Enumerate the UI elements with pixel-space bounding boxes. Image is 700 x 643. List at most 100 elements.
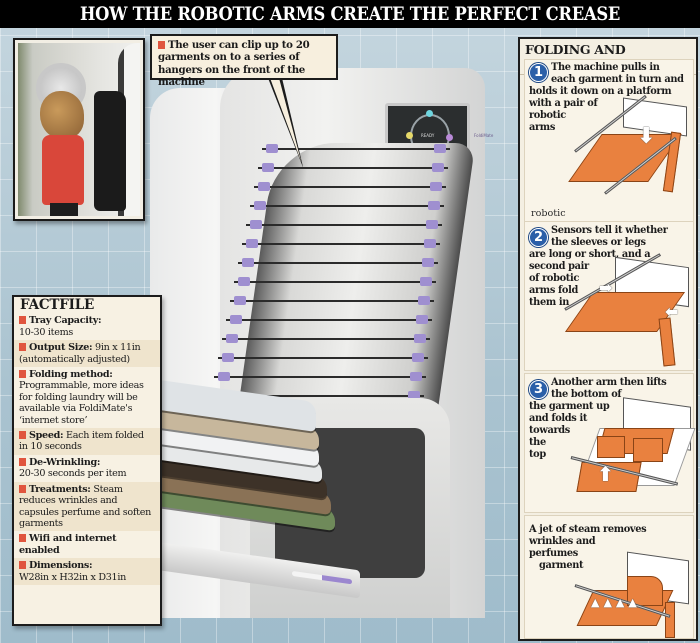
hanger-bar[interactable] (262, 148, 450, 150)
hanger-bar[interactable] (246, 224, 442, 226)
fact-label: De-Wrinkling: (29, 456, 101, 468)
hanger-clip[interactable] (238, 277, 250, 286)
step-2-line-7: them in (529, 297, 570, 308)
fact-value: Programmable, more ideas for folding lau… (19, 380, 144, 426)
step-4-line-1: A jet of steam removes (529, 524, 647, 535)
hanger-clip[interactable] (422, 258, 434, 267)
hanger-clip[interactable] (242, 258, 254, 267)
step-1-line-2: each garment in turn and (551, 74, 684, 85)
step-4-line-2: wrinkles and (529, 536, 596, 547)
step-3-line-4: and folds it (529, 413, 588, 424)
fact-value: 9in x 11in (automatically adjusted) (19, 342, 141, 365)
up-arrow-icon: ⬆ (597, 462, 614, 486)
dark-garment-graphic (94, 91, 126, 211)
hanger-clip[interactable] (250, 220, 262, 229)
hanger-clip[interactable] (408, 391, 420, 400)
person-body-graphic (42, 135, 84, 205)
step-3-illustration: ⬆ (561, 397, 696, 512)
red-bullet-icon (158, 41, 165, 49)
red-bullet-icon (19, 343, 26, 352)
fact-label: Wifi and internet enabled (19, 533, 117, 556)
step-number-badge: 1 (529, 63, 548, 82)
step-3-line-6: the (529, 437, 546, 448)
dial-dot-icon (446, 134, 453, 141)
hanger-bar[interactable] (238, 262, 438, 264)
hanger-bar[interactable] (210, 395, 424, 397)
right-arrow-icon: ➡ (599, 278, 613, 297)
step-2: 2 Sensors tell it whether the sleeves or… (524, 221, 694, 371)
hanger-clip[interactable] (434, 144, 446, 153)
hanger-clip[interactable] (218, 372, 230, 381)
factfile-header: FACTFILE (20, 297, 95, 313)
person-hair-graphic (40, 91, 84, 139)
tray-handle[interactable] (292, 570, 352, 585)
hanger-clip[interactable] (414, 334, 426, 343)
hanger-clip[interactable] (430, 182, 442, 191)
hanger-clip[interactable] (262, 163, 274, 172)
hanger-clip[interactable] (266, 144, 278, 153)
step-2-line-5: of robotic (529, 273, 579, 284)
hanger-clip[interactable] (222, 353, 234, 362)
folded-sleeve-graphic (633, 438, 663, 462)
infographic-title: HOW THE ROBOTIC ARMS CREATE THE PERFECT … (0, 0, 700, 28)
hanger-clip[interactable] (416, 315, 428, 324)
hanger-clip[interactable] (428, 201, 440, 210)
hanger-bar[interactable] (222, 338, 430, 340)
left-arrow-icon: ⬅ (665, 302, 679, 321)
step-1-illustration: ⬇ (568, 94, 693, 212)
hanger-clip[interactable] (426, 220, 438, 229)
hanger-clip[interactable] (246, 239, 258, 248)
red-bullet-icon (19, 534, 26, 543)
hanger-clip[interactable] (410, 372, 422, 381)
hanger-bar[interactable] (254, 186, 446, 188)
hanger-clip[interactable] (254, 201, 266, 210)
step-1-line-3: holds it down on a platform (529, 86, 672, 97)
hanger-bar[interactable] (242, 243, 440, 245)
step-2-line-4: second pair (529, 261, 589, 272)
garment-top-graphic (627, 576, 663, 606)
fact-value: 10-30 items (19, 326, 74, 338)
hanger-clip[interactable] (234, 296, 246, 305)
step-1: 1 The machine pulls in each garment in t… (524, 59, 694, 235)
red-bullet-icon (19, 370, 26, 379)
step-3-line-5: towards (529, 425, 570, 436)
hanger-bar[interactable] (234, 281, 436, 283)
step-4-illustration: ▲▲▲▲ (555, 551, 693, 640)
hanger-bar[interactable] (250, 205, 444, 207)
folded-sleeve-graphic (597, 436, 625, 458)
fact-tray-capacity: Tray Capacity: 10-30 items (14, 313, 160, 340)
hanger-bar[interactable] (214, 376, 426, 378)
hanger-clip[interactable] (424, 239, 436, 248)
step-2-line-6: arms fold (529, 285, 578, 296)
hanger-callout: The user can clip up to 20 garments on t… (150, 34, 338, 88)
red-bullet-icon (19, 484, 26, 493)
dial-dot-icon (406, 132, 413, 139)
step-1-line-5: robotic (529, 110, 566, 121)
fact-value: Steam reduces wrinkles and capsules perf… (19, 483, 151, 529)
fact-folding-method: Folding method: Programmable, more ideas… (14, 367, 160, 428)
hanger-clip[interactable] (412, 353, 424, 362)
hanger-bar[interactable] (218, 357, 428, 359)
fact-de-wrinkling: De-Wrinkling: 20-30 seconds per item (14, 455, 160, 482)
hanger-clip[interactable] (432, 163, 444, 172)
hanger-clip[interactable] (258, 182, 270, 191)
step-2-line-3: are long or short, and a (529, 249, 651, 260)
step-1-line-6: arms (529, 122, 555, 133)
fact-value: Each item folded in 10 seconds (19, 430, 144, 453)
hanger-bar[interactable] (258, 167, 448, 169)
folding-steaming-panel: FOLDING AND STEAMING 1 The machine pulls… (518, 37, 698, 641)
step-2-line-1: Sensors tell it whether (551, 225, 668, 236)
hanger-bar[interactable] (230, 300, 434, 302)
hanger-clip[interactable] (230, 315, 242, 324)
step-4-steam: A jet of steam removes wrinkles and perf… (524, 515, 694, 639)
fact-wifi: Wifi and internet enabled (14, 531, 160, 558)
hanger-clip[interactable] (226, 334, 238, 343)
hanger-clip[interactable] (418, 296, 430, 305)
sleeve-graphic (658, 317, 676, 367)
step-1-line-1: The machine pulls in (551, 62, 660, 73)
step-1-line-4: with a pair of (529, 98, 598, 109)
hanger-bar[interactable] (226, 319, 432, 321)
dial-dot-icon (426, 110, 433, 117)
fact-label: Output Size: (29, 342, 93, 354)
hanger-clip[interactable] (420, 277, 432, 286)
